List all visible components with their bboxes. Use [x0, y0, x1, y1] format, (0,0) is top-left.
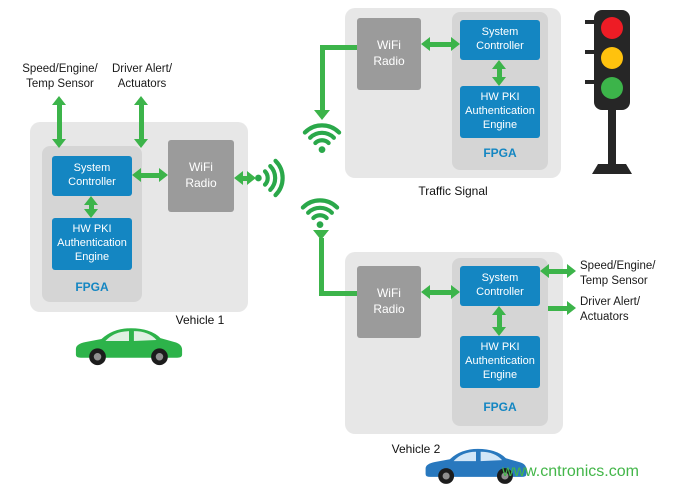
vehicle2-actuator-arrow — [548, 301, 576, 315]
traffic-signal-link-line-horizontal — [320, 45, 357, 50]
vehicle2-link-arrowhead — [313, 230, 329, 240]
traffic-signal-caption: Traffic Signal — [418, 184, 488, 198]
traffic-light-icon — [582, 8, 640, 181]
traffic-signal-hw-pki-box: HW PKI Authentication Engine — [460, 86, 540, 138]
vehicle1-radio-antenna-arrow — [234, 171, 256, 185]
vehicle1-sensor-arrow — [52, 96, 66, 148]
vehicle1-sc-pki-arrow — [84, 196, 98, 218]
traffic-signal-wifi-signal-icon — [301, 120, 343, 154]
vehicle2-sensor-arrow — [540, 264, 576, 278]
vehicle2-sensor-label: Speed/Engine/ Temp Sensor — [580, 260, 656, 287]
vehicle1-car-image — [70, 317, 188, 372]
vehicle1-sensor-label: Speed/Engine/ Temp Sensor — [22, 63, 98, 90]
vehicle2-system-controller-box: System Controller — [460, 266, 540, 306]
vehicle2-link-line-vertical — [319, 238, 324, 295]
vehicle2-caption: Vehicle 2 — [391, 442, 441, 456]
traffic-signal-link-line-vertical — [320, 45, 325, 112]
traffic-signal-fpga-label: FPGA — [483, 146, 517, 160]
vehicle2-wifi-signal-icon — [299, 195, 341, 229]
traffic-signal-radio-sc-arrow — [421, 37, 460, 51]
vehicle2-sc-pki-arrow — [492, 306, 506, 336]
traffic-signal-sc-pki-arrow — [492, 60, 506, 86]
vehicle1-wifi-signal-icon — [250, 157, 292, 199]
vehicle1-caption: Vehicle 1 — [175, 313, 225, 327]
vehicle1-fpga-label: FPGA — [75, 280, 109, 294]
vehicle1-sc-radio-arrow — [132, 168, 168, 182]
vehicle2-radio-sc-arrow — [421, 285, 460, 299]
vehicle1-system-controller-box: System Controller — [52, 156, 132, 196]
vehicle2-fpga-label: FPGA — [483, 400, 517, 414]
watermark-text: www.cntronics.com — [502, 463, 639, 480]
vehicle2-hw-pki-box: HW PKI Authentication Engine — [460, 336, 540, 388]
vehicle1-hw-pki-box: HW PKI Authentication Engine — [52, 218, 132, 270]
traffic-signal-system-controller-box: System Controller — [460, 20, 540, 60]
vehicle1-wifi-radio-box: WiFi Radio — [168, 140, 234, 212]
traffic-signal-link-arrowhead — [314, 110, 330, 120]
vehicle1-actuator-label: Driver Alert/ Actuators — [111, 63, 173, 90]
traffic-signal-wifi-radio-box: WiFi Radio — [357, 18, 421, 90]
vehicle1-actuator-arrow — [134, 96, 148, 148]
vehicle2-wifi-radio-box: WiFi Radio — [357, 266, 421, 338]
vehicle2-link-line-horizontal — [319, 291, 357, 296]
vehicle2-car-image — [420, 437, 532, 491]
vehicle2-actuator-label: Driver Alert/ Actuators — [580, 296, 641, 323]
